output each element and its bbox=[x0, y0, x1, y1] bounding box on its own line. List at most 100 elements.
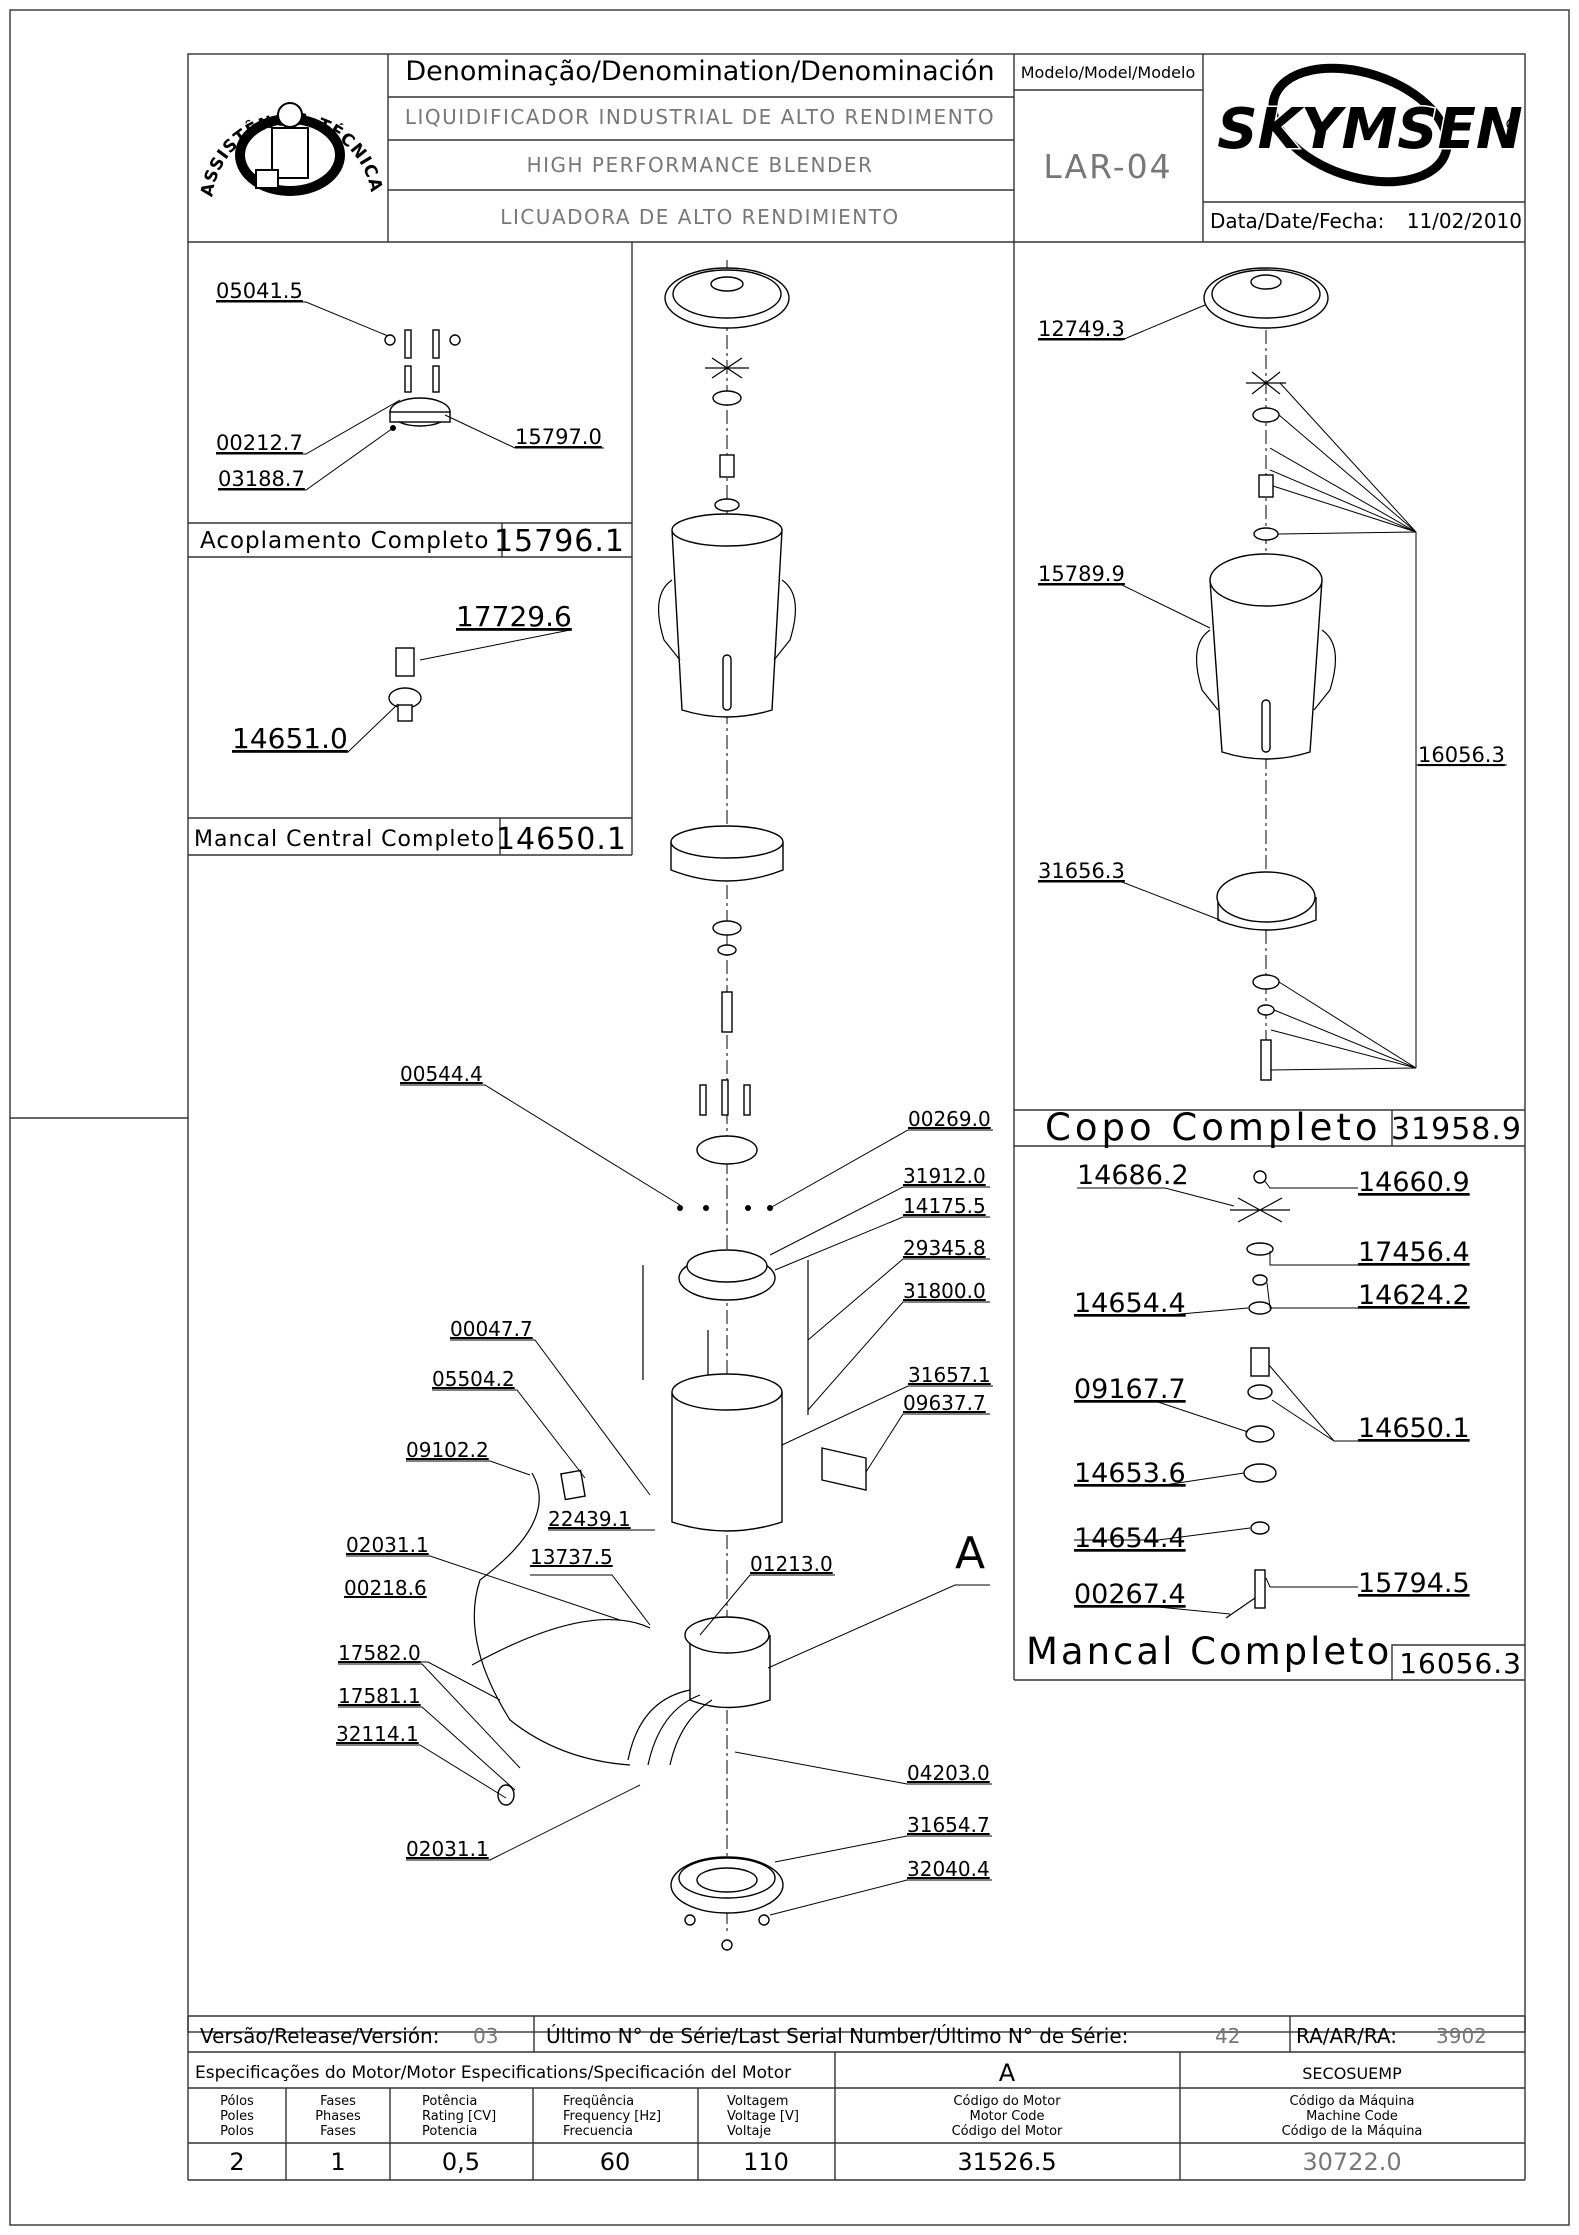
part-label: 15797.0 bbox=[515, 425, 602, 449]
footer-values: 2 1 0,5 60 110 31526.5 30722.0 bbox=[229, 2148, 1401, 2176]
machine-code-name: SECOSUEMP bbox=[1302, 2064, 1402, 2083]
motor-code-value: 31526.5 bbox=[957, 2148, 1056, 2176]
model-label: Modelo/Model/Modelo bbox=[1021, 63, 1195, 82]
part-label: 00269.0 bbox=[908, 1107, 991, 1131]
part-label: 17582.0 bbox=[338, 1641, 421, 1665]
motor-variant-callout: A bbox=[955, 1528, 985, 1579]
part-label: 15789.9 bbox=[1038, 562, 1125, 586]
product-name-pt: LIQUIDIFICADOR INDUSTRIAL DE ALTO RENDIM… bbox=[405, 105, 995, 129]
part-label: 00544.4 bbox=[400, 1062, 483, 1086]
part-label: 29345.8 bbox=[903, 1236, 986, 1260]
svg-text:Código do Motor: Código do Motor bbox=[953, 2094, 1061, 2109]
svg-text:Código del Motor: Código del Motor bbox=[952, 2124, 1063, 2139]
part-label: 12749.3 bbox=[1038, 317, 1125, 341]
footer-col-headers: Pólos Poles Polos Fases Phases Fases Pot… bbox=[220, 2094, 1422, 2139]
part-label: 00212.7 bbox=[216, 431, 303, 455]
svg-text:Fases: Fases bbox=[320, 2124, 356, 2139]
part-label: 16056.3 bbox=[1418, 743, 1505, 767]
svg-text:Potência: Potência bbox=[422, 2094, 477, 2109]
svg-text:Potencia: Potencia bbox=[422, 2124, 477, 2139]
mancal-part-labels: 14686.2 14660.9 17456.4 14654.4 14624.2 … bbox=[1074, 1160, 1470, 1610]
svg-text:Frequency [Hz]: Frequency [Hz] bbox=[563, 2109, 661, 2124]
main-leaders bbox=[336, 1084, 993, 1916]
part-label: 05041.5 bbox=[216, 279, 303, 303]
svg-text:Phases: Phases bbox=[315, 2109, 361, 2124]
part-label: 05504.2 bbox=[432, 1367, 515, 1391]
machine-code-value: 30722.0 bbox=[1302, 2148, 1401, 2176]
sub-panel-frames bbox=[188, 242, 1525, 1681]
svg-text:Polos: Polos bbox=[220, 2124, 254, 2139]
copo-title: Copo Completo bbox=[1045, 1106, 1382, 1149]
version-label: Versão/Release/Versión: bbox=[200, 2024, 439, 2048]
serial-label: Último N° de Série/Last Serial Number/Úl… bbox=[546, 2024, 1128, 2048]
motor-variant: A bbox=[999, 2059, 1016, 2087]
acoplamento-drawing bbox=[384, 329, 461, 431]
copo-drawing bbox=[1196, 267, 1336, 1081]
part-label: 14660.9 bbox=[1358, 1167, 1470, 1198]
part-label: 13737.5 bbox=[530, 1545, 613, 1569]
version-value: 03 bbox=[473, 2024, 498, 2048]
part-label: 32114.1 bbox=[336, 1722, 419, 1746]
ra-value: 3902 bbox=[1436, 2024, 1487, 2048]
product-name-en: HIGH PERFORMANCE BLENDER bbox=[527, 153, 874, 177]
serial-value: 42 bbox=[1215, 2024, 1240, 2048]
part-label: 14650.1 bbox=[1358, 1413, 1470, 1444]
date-value: 11/02/2010 bbox=[1407, 209, 1522, 233]
model-value: LAR-04 bbox=[1043, 147, 1172, 186]
footer-table bbox=[187, 2015, 1526, 2181]
main-part-labels: 00544.4 00269.0 31912.0 14175.5 29345.8 … bbox=[336, 1062, 991, 1881]
part-label: 17581.1 bbox=[338, 1684, 421, 1708]
date-label: Data/Date/Fecha: bbox=[1210, 209, 1384, 233]
phases-value: 1 bbox=[330, 2148, 345, 2176]
leader-line bbox=[419, 629, 571, 661]
svg-text:Machine Code: Machine Code bbox=[1306, 2109, 1398, 2124]
part-label: 14654.4 bbox=[1074, 1288, 1186, 1319]
leader-line bbox=[232, 703, 399, 753]
part-label: 15794.5 bbox=[1358, 1568, 1470, 1599]
part-label: 02031.1 bbox=[406, 1837, 489, 1861]
denomination-label: Denominação/Denomination/Denominación bbox=[405, 56, 994, 87]
part-label: 31654.7 bbox=[907, 1813, 990, 1837]
part-label: 14654.4 bbox=[1074, 1523, 1186, 1554]
mancal-title: Mancal Completo bbox=[1026, 1630, 1392, 1673]
part-label: 31800.0 bbox=[903, 1279, 986, 1303]
part-label: 09102.2 bbox=[406, 1438, 489, 1462]
svg-text:Fases: Fases bbox=[320, 2094, 356, 2109]
svg-text:Pólos: Pólos bbox=[220, 2094, 254, 2109]
part-label: 01213.0 bbox=[750, 1552, 833, 1576]
part-label: 22439.1 bbox=[548, 1507, 631, 1531]
mancal-code: 16056.3 bbox=[1399, 1647, 1522, 1680]
voltage-value: 110 bbox=[743, 2148, 789, 2176]
part-label: 00267.4 bbox=[1074, 1579, 1186, 1610]
copo-code: 31958.9 bbox=[1391, 1112, 1522, 1147]
header: Denominação/Denomination/Denominación LI… bbox=[0, 0, 1525, 243]
mancal-central-code: 14650.1 bbox=[496, 822, 627, 857]
svg-text:Código da Máquina: Código da Máquina bbox=[1289, 2094, 1414, 2109]
svg-text:Frecuencia: Frecuencia bbox=[563, 2124, 633, 2139]
acoplamento-title: Acoplamento Completo bbox=[200, 528, 489, 554]
part-label: 04203.0 bbox=[907, 1761, 990, 1785]
ra-label: RA/AR/RA: bbox=[1296, 2024, 1397, 2048]
svg-text:Freqüência: Freqüência bbox=[563, 2094, 634, 2109]
part-label: 17456.4 bbox=[1358, 1237, 1470, 1268]
part-label: 00047.7 bbox=[450, 1317, 533, 1341]
poles-value: 2 bbox=[229, 2148, 244, 2176]
motor-spec-label: Especificações do Motor/Motor Especifica… bbox=[195, 2063, 791, 2083]
acoplamento-leaders bbox=[216, 301, 604, 491]
skymsen-logo: SKYMSEN bbox=[1216, 63, 1524, 187]
svg-text:Motor Code: Motor Code bbox=[970, 2109, 1045, 2124]
drawing-frame bbox=[187, 53, 1526, 2033]
part-label: 14651.0 bbox=[232, 722, 348, 755]
part-label: 03188.7 bbox=[218, 467, 305, 491]
frequency-value: 60 bbox=[600, 2148, 631, 2176]
part-label: 14175.5 bbox=[903, 1194, 986, 1218]
part-label: 31912.0 bbox=[903, 1164, 986, 1188]
part-label: 14624.2 bbox=[1358, 1280, 1470, 1311]
brand-name: SKYMSEN bbox=[1217, 97, 1522, 162]
part-label: 09167.7 bbox=[1074, 1374, 1186, 1405]
svg-text:Código de la Máquina: Código de la Máquina bbox=[1282, 2124, 1423, 2139]
product-name-es: LICUADORA DE ALTO RENDIMIENTO bbox=[500, 205, 899, 229]
part-label: 31657.1 bbox=[908, 1363, 991, 1387]
svg-text:Voltagem: Voltagem bbox=[727, 2094, 788, 2109]
